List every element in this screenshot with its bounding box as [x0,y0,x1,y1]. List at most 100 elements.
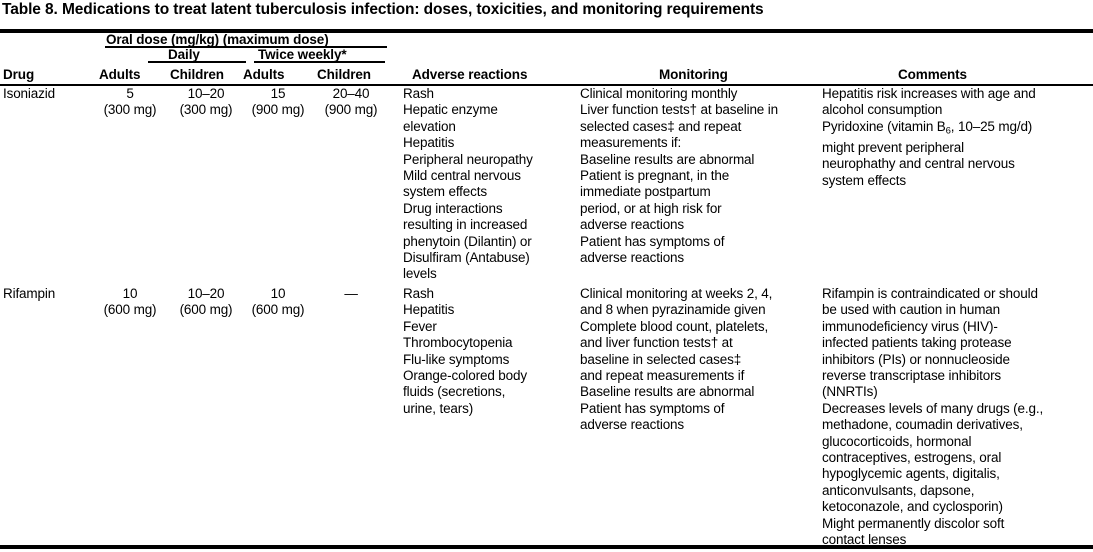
text-line: Clinical monitoring monthly [580,86,738,101]
text-line: adverse reactions [580,250,685,266]
text-line: phenytoin (Dilantin) or [403,233,532,249]
column-header-twice-weekly-group: Twice weekly* [258,47,347,62]
text-line: selected cases‡ and repeat [580,118,742,134]
text-line: system effects [822,172,906,188]
text-line: alcohol consumption [822,102,943,118]
text-line: Hepatitis risk increases with age and [822,86,1036,101]
dose-max: (900 mg) [324,102,378,118]
text-line: Decreases levels of many drugs (e.g., [822,400,1044,416]
text-line: Baseline results are abnormal [580,384,755,400]
text-line: immediate postpartum [580,184,711,200]
column-header-daily-adults: Adults [99,67,141,82]
text-line: levels [403,266,437,282]
text-line: system effects [403,184,487,200]
text-line: Orange-colored body [403,368,527,384]
cell-daily-children-dose: 10–20 (600 mg) [166,286,246,319]
cell-twice-adults-dose: 10 (600 mg) [241,286,315,319]
column-header-daily-children: Children [170,67,224,82]
twice-weekly-group-rule [254,61,385,63]
text-line: anticonvulsants, dapsone, [822,482,975,498]
text-line: hypoglycemic agents, digitalis, [822,466,1000,482]
column-header-twice-adults: Adults [243,67,285,82]
text-line: Mild central nervous [403,168,521,184]
dose-value: 15 [270,86,286,101]
text-line: neurophathy and central nervous [822,156,1015,172]
text-line: Fever [403,318,437,334]
text-line: glucocorticoids, hormonal [822,433,972,449]
text-line: adverse reactions [580,417,685,433]
dose-max: (600 mg) [179,302,233,318]
text-line: Hepatitis [403,302,455,318]
text-line: Baseline results are abnormal [580,151,755,167]
cell-drug-name: Isoniazid [3,86,55,101]
column-header-oral-dose-group: Oral dose (mg/kg) (maximum dose) [106,32,329,47]
dose-value: 10 [122,286,138,301]
text-line: Hepatic enzyme [403,102,498,118]
text-line: methadone, coumadin derivatives, [822,417,1023,433]
text-line: resulting in increased [403,217,528,233]
cell-twice-children-dose: 20–40 (900 mg) [311,86,391,119]
text-line: contact lenses [822,532,907,548]
oral-dose-group-rule [105,46,387,48]
dose-value: 10–20 [187,86,225,101]
text-line: measurements if: [580,135,682,151]
cell-daily-children-dose: 10–20 (300 mg) [166,86,246,119]
daily-group-rule [148,61,246,63]
dose-max: (900 mg) [251,102,305,118]
cell-monitoring: Clinical monitoring at weeks 2, 4,and 8 … [580,286,820,434]
dose-value: 5 [126,86,134,101]
column-header-twice-children: Children [317,67,371,82]
cell-daily-adults-dose: 5 (300 mg) [92,86,168,119]
text-line: reverse transcriptase inhibitors [822,368,1002,384]
dose-max: (600 mg) [103,302,157,318]
dose-value: 10–20 [187,286,225,301]
dose-max: (300 mg) [103,102,157,118]
text-line: Disulfiram (Antabuse) [403,250,530,266]
text-line: adverse reactions [580,217,685,233]
column-header-daily-group: Daily [168,47,200,62]
text-line: ketoconazole, and cyclosporin) [822,499,1003,515]
text-line: Rash [403,286,434,301]
text-line: elevation [403,118,456,134]
table-top-rule [0,29,1093,33]
text-line: Drug interactions [403,200,503,216]
cell-twice-children-dose: — [311,286,391,302]
text-line: Flu-like symptoms [403,351,510,367]
text-line: Patient has symptoms of [580,233,725,249]
text-line: Clinical monitoring at weeks 2, 4, [580,286,773,301]
text-line: be used with caution in human [822,302,1001,318]
text-line: Patient is pregnant, in the [580,168,730,184]
dose-value: — [344,286,358,301]
text-line: Pyridoxine (vitamin B6, 10–25 mg/d) [822,118,1033,137]
text-line: fluids (secretions, [403,384,506,400]
text-line: Thrombocytopenia [403,335,513,351]
column-header-monitoring: Monitoring [659,67,728,82]
column-header-comments: Comments [898,67,967,82]
text-line: baseline in selected cases‡ [580,351,742,367]
text-line: Hepatitis [403,135,455,151]
dose-max: (300 mg) [179,102,233,118]
dose-value: 20–40 [332,86,370,101]
dose-max: (600 mg) [251,302,305,318]
text-line: and liver function tests† at [580,335,733,351]
cell-daily-adults-dose: 10 (600 mg) [92,286,168,319]
text-line: contraceptives, estrogens, oral [822,450,1002,466]
text-line: Might permanently discolor soft [822,515,1005,531]
column-header-adverse-reactions: Adverse reactions [412,67,528,82]
text-line: Rash [403,86,434,101]
text-line: immunodeficiency virus (HIV)- [822,318,998,334]
text-line: Patient has symptoms of [580,400,725,416]
text-line: Complete blood count, platelets, [580,318,769,334]
text-line: inhibitors (PIs) or nonnucleoside [822,351,1010,367]
text-line: Rifampin is contraindicated or should [822,286,1038,301]
page-title: Table 8. Medications to treat latent tub… [2,1,764,18]
table-bottom-rule [0,545,1093,549]
text-line: Liver function tests† at baseline in [580,102,778,118]
text-line: period, or at high risk for [580,200,722,216]
